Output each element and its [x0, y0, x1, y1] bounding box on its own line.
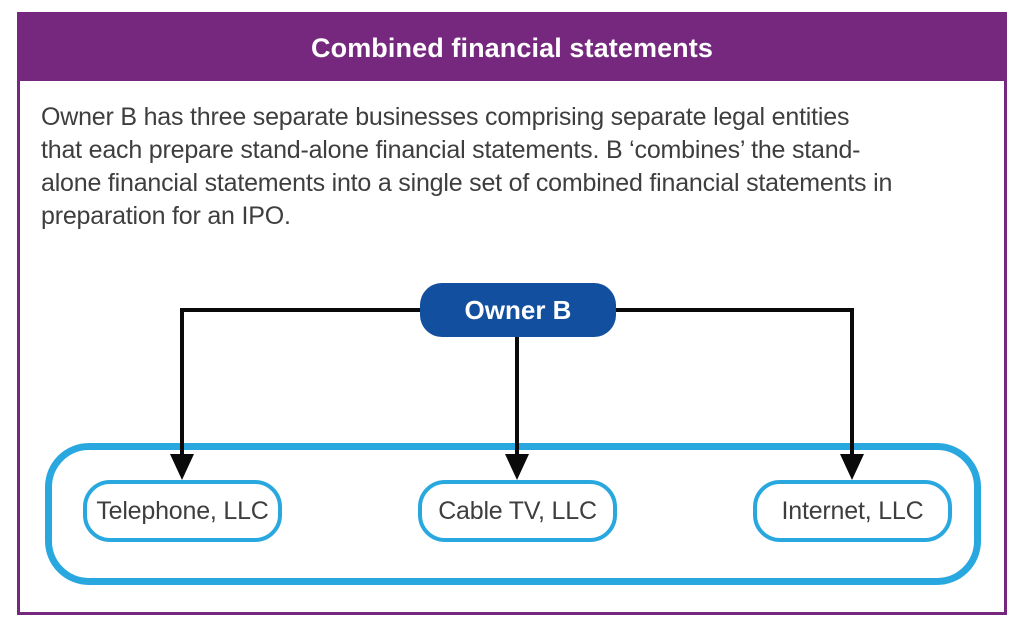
figure-title: Combined financial statements: [311, 32, 713, 63]
intro-line: that each prepare stand-alone financial …: [41, 136, 861, 164]
intro-line: preparation for an IPO.: [41, 202, 291, 230]
intro-paragraph: Owner B has three separate businesses co…: [41, 101, 892, 233]
intro-line: Owner B has three separate businesses co…: [41, 103, 850, 131]
figure-header: Combined financial statements: [20, 15, 1004, 81]
intro-line: alone financial statements into a single…: [41, 169, 893, 197]
figure-frame: Combined financial statements Owner B ha…: [17, 12, 1007, 615]
